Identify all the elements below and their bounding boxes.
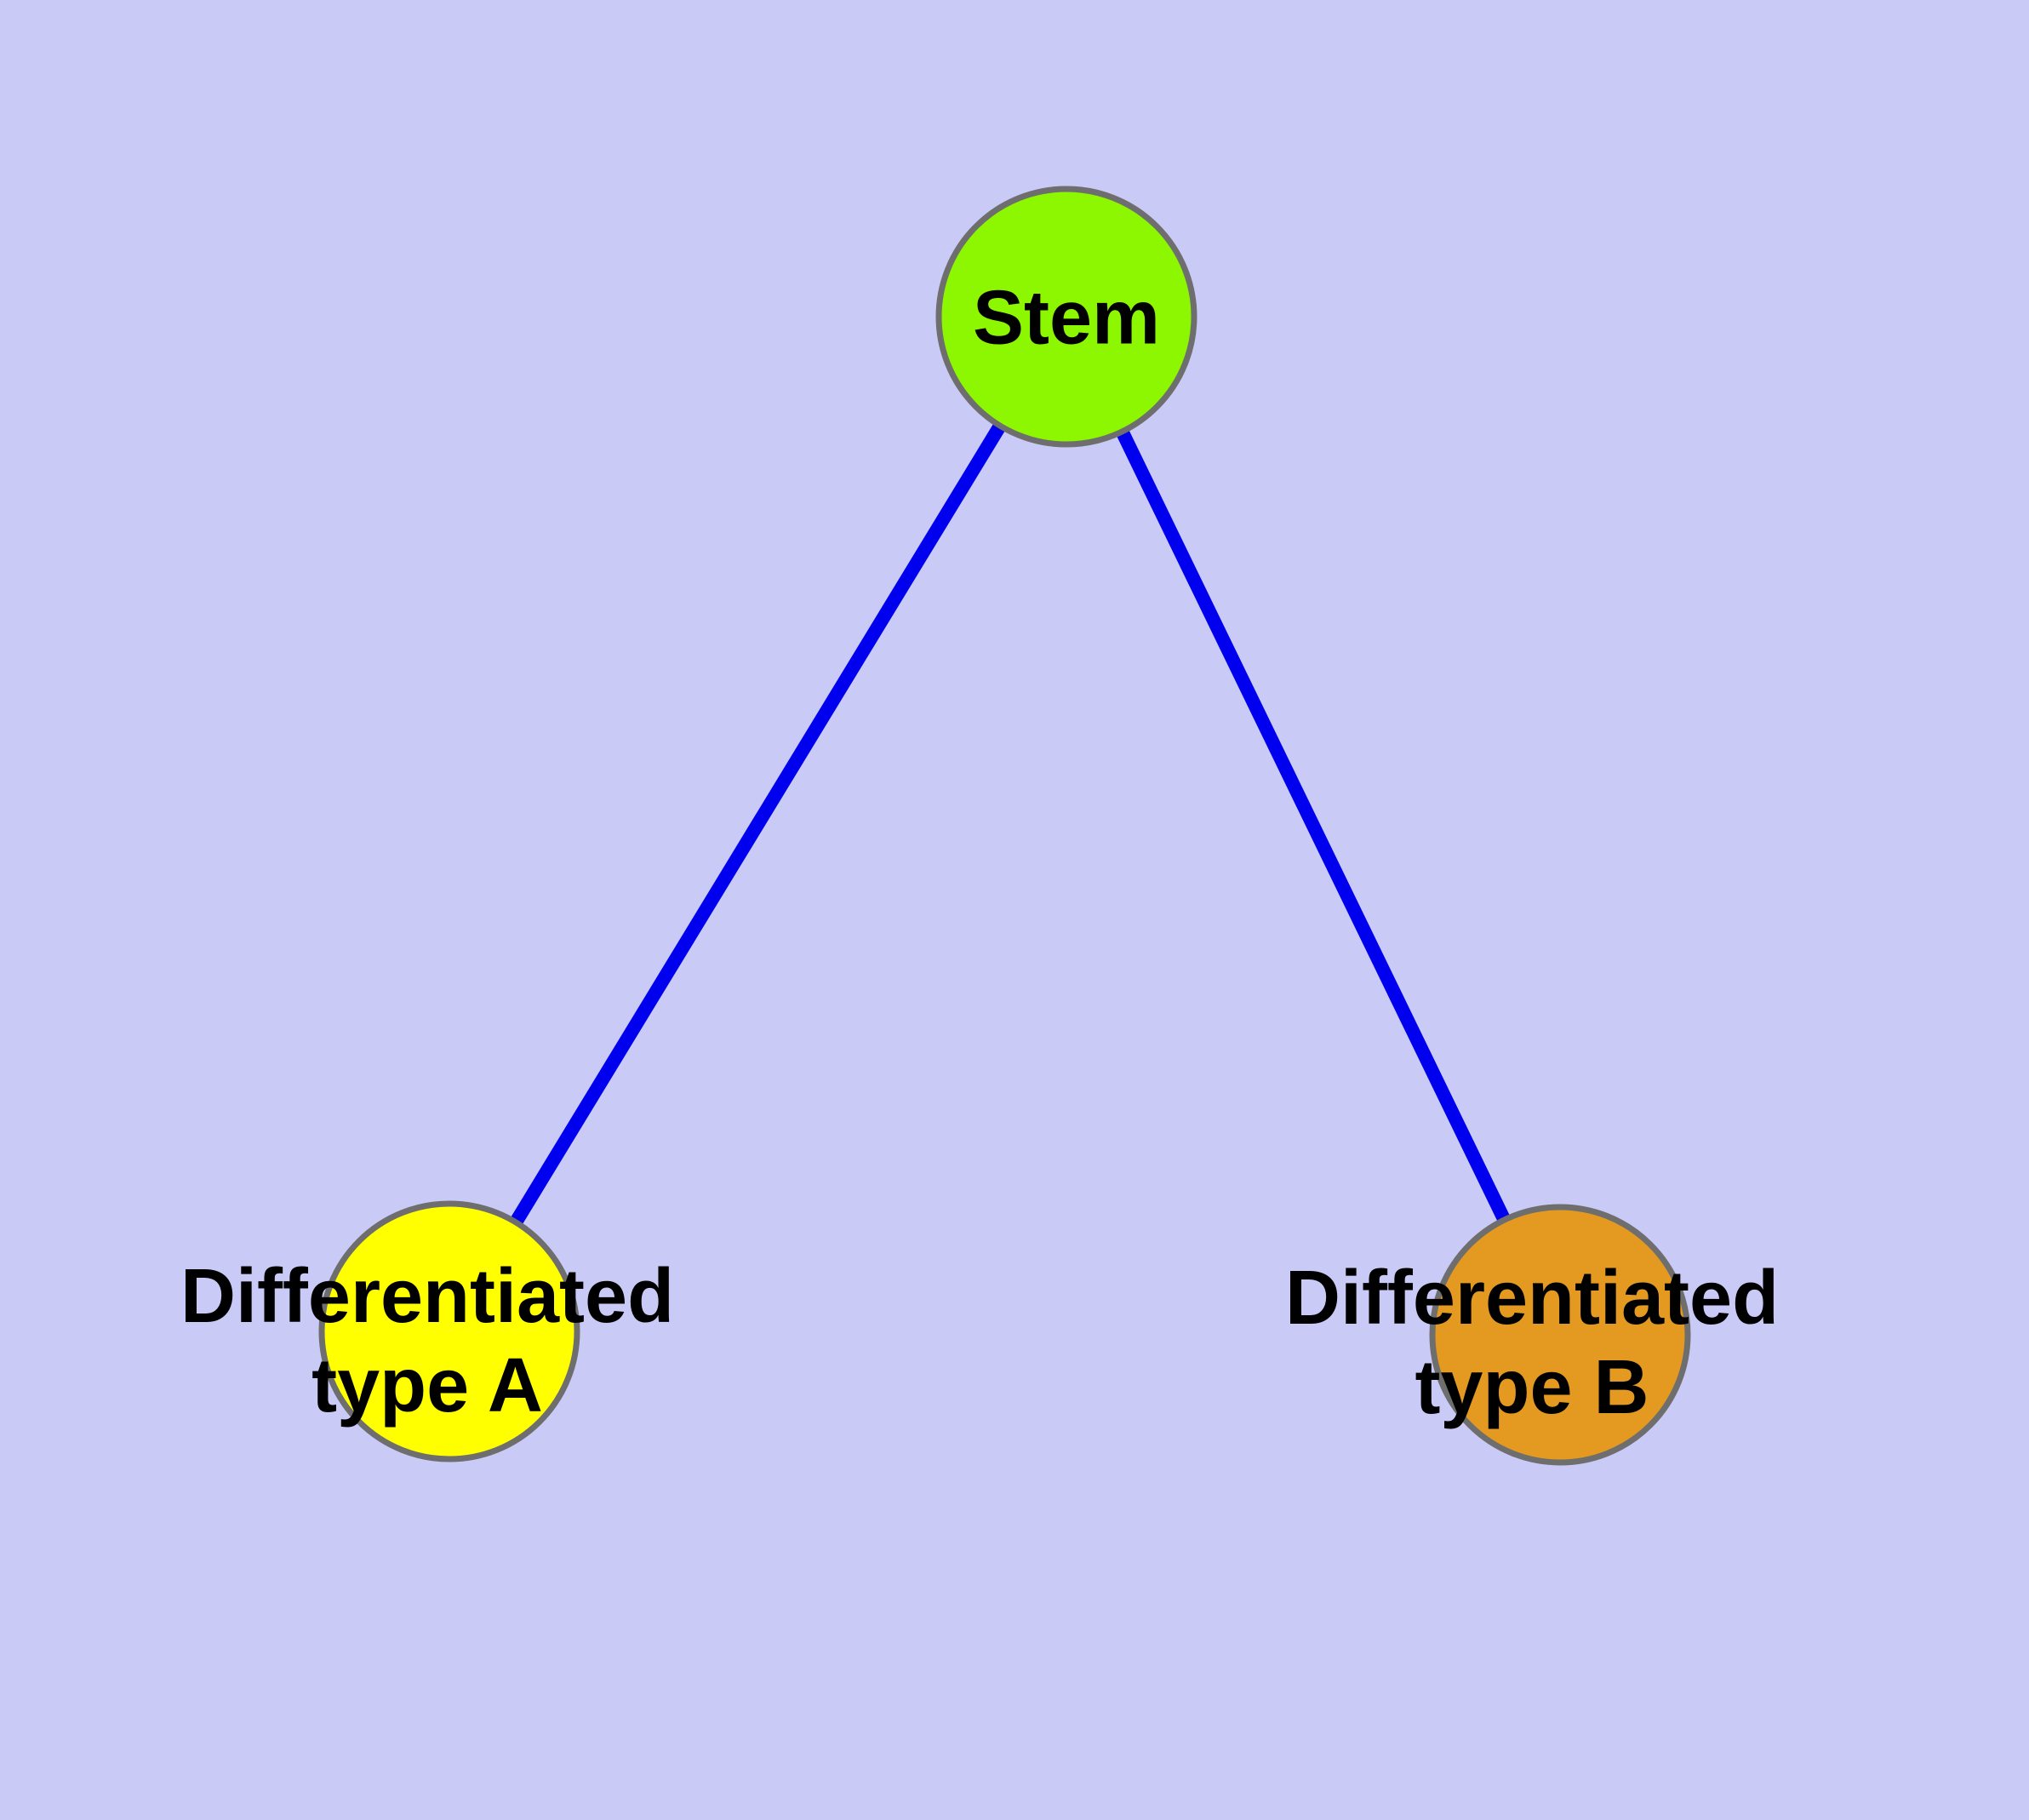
node-type-b-label-line2: type B xyxy=(1415,1345,1649,1430)
node-stem-circle xyxy=(935,186,1197,448)
node-stem-label-text: Stem xyxy=(972,275,1161,361)
node-type-b-label-line1: Differentiated xyxy=(1284,1256,1780,1341)
node-type-a-label-line2: type A xyxy=(311,1343,543,1428)
node-differentiated-type-a-label: Differentiated type A xyxy=(180,1252,674,1431)
node-differentiated-type-b-label: Differentiated type B xyxy=(1285,1254,1779,1433)
edge-stem-to-type-b xyxy=(1060,313,1567,1338)
node-differentiated-type-a-circle xyxy=(318,1200,580,1462)
node-differentiated-type-b-circle xyxy=(1429,1204,1691,1466)
edge-stem-to-type-a xyxy=(443,312,1072,1336)
node-stem-label: Stem xyxy=(973,274,1160,363)
node-type-a-label-line1: Differentiated xyxy=(180,1254,675,1339)
